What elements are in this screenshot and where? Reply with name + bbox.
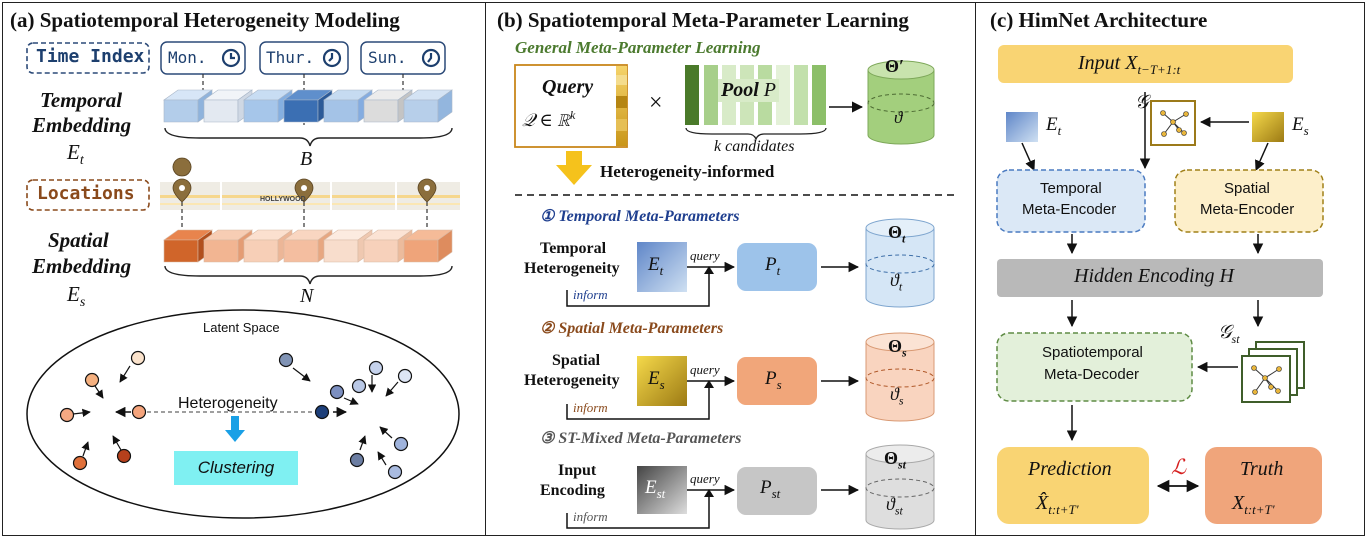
row-mixed-e: Est (645, 477, 666, 501)
brace-n (164, 265, 453, 285)
row-mixed-p: Pst (760, 477, 781, 501)
map-street-label: HOLLYWOOD (260, 196, 306, 203)
truth-symbol: Xt:t+T′ (1232, 492, 1275, 517)
heterogeneity-label: Heterogeneity (178, 395, 278, 412)
prediction-symbol: X̂t:t+T′ (1036, 492, 1079, 517)
day-mon: Mon. (168, 48, 207, 67)
day-thur: Thur. (266, 48, 315, 67)
es-label: Es (1292, 114, 1309, 138)
row-temporal-p: Pt (765, 254, 781, 278)
latent-space-ellipse (26, 309, 460, 519)
temporal-meta-header: ① Temporal Meta-Parameters (540, 208, 740, 225)
row-spatial-p: Ps (765, 368, 782, 392)
et-label: Et (1046, 114, 1062, 138)
temporal-encoder-line1: Temporal (1040, 180, 1102, 197)
query-label: Query (542, 76, 594, 98)
brace-b-label: B (300, 148, 313, 170)
row-spatial-graphics (566, 332, 935, 422)
row-spatial-theta: Θs (888, 336, 907, 360)
temporal-embedding-line1: Temporal (40, 88, 123, 112)
latent-space-label: Latent Space (203, 320, 280, 335)
graph-icon (1150, 100, 1196, 146)
row-temporal-label1: Temporal (540, 240, 607, 257)
graph-stack-icon (1241, 341, 1305, 403)
decoder-line2: Meta-Decoder (1044, 366, 1140, 383)
input-label: Input Xt−T+1:t (1078, 52, 1181, 77)
row-mixed-inform: inform (573, 509, 608, 524)
row-spatial-vartheta: ϑs (890, 384, 904, 408)
row-mixed-vartheta: ϑst (886, 494, 903, 518)
row-spatial-label2: Heterogeneity (524, 372, 620, 389)
temporal-symbol: Et (67, 140, 84, 169)
g-label: 𝒢 (1135, 92, 1149, 113)
arrow-down-icon (225, 416, 245, 442)
panel-a-title: (a) Spatiotemporal Heterogeneity Modelin… (10, 8, 400, 32)
theta-prime-label: Θ′ (885, 56, 905, 76)
truth-label: Truth (1240, 458, 1284, 480)
temporal-encoder-line2: Meta-Encoder (1022, 201, 1117, 218)
time-index-box (26, 42, 150, 74)
locations-box (26, 179, 150, 211)
clock-icon (221, 48, 441, 68)
clustering-box: Clustering (174, 451, 298, 485)
row-mixed-graphics (566, 444, 935, 530)
row-temporal-label2: Heterogeneity (524, 260, 620, 277)
time-index-label: Time Index (36, 46, 145, 67)
row-mixed-label2: Encoding (540, 482, 605, 499)
k-candidates-label: k candidates (714, 138, 795, 155)
query-box (514, 64, 628, 148)
heterogeneity-arrow (556, 151, 592, 185)
brace-n-label: N (300, 285, 314, 307)
panel-b-title: (b) Spatiotemporal Meta-Parameter Learni… (497, 8, 909, 32)
mixed-meta-header: ③ ST-Mixed Meta-Parameters (540, 430, 742, 447)
spatial-embedding-line1: Spatial (48, 228, 109, 252)
decoder-line1: Spatiotemporal (1042, 344, 1143, 361)
right-cluster (278, 352, 413, 480)
row-temporal-e: Et (648, 254, 664, 278)
row-mixed-label1: Input (558, 462, 597, 479)
query-formula: 𝒬 ∈ ℝk (522, 108, 576, 130)
times-symbol: × (649, 90, 663, 116)
panel-c-graphics (996, 45, 1324, 524)
row-spatial-label1: Spatial (552, 352, 601, 369)
brace-b (164, 127, 453, 147)
row-temporal-theta: Θt (888, 222, 906, 246)
temporal-embedding-line2: Embedding (32, 113, 132, 137)
query-strip (616, 66, 627, 146)
row-mixed-query: query (690, 471, 720, 486)
spatial-encoder-line1: Spatial (1224, 180, 1270, 197)
left-cluster (59, 350, 147, 471)
hidden-encoding-label: Hidden Encoding H (1074, 265, 1234, 287)
panel-separator-ab (485, 2, 486, 535)
loss-symbol: ℒ (1171, 455, 1187, 479)
row-mixed-theta: Θst (884, 448, 907, 472)
spatial-embedding-line2: Embedding (32, 254, 132, 278)
row-spatial-query: query (690, 362, 720, 377)
pool-label: Pool P (718, 79, 779, 102)
theta-prime-cylinder (867, 60, 935, 145)
temporal-embedding-prisms (163, 89, 453, 123)
locations-label: Locations (37, 183, 135, 204)
row-temporal-inform: inform (573, 287, 608, 302)
spatial-meta-header: ② Spatial Meta-Parameters (540, 320, 724, 337)
spatial-embedding-prisms (163, 229, 453, 263)
general-meta-label: General Meta-Parameter Learning (515, 38, 761, 57)
row-temporal-graphics (566, 218, 935, 308)
row-spatial-inform: inform (573, 400, 608, 415)
row-temporal-query: query (690, 248, 720, 263)
row-spatial-e: Es (648, 368, 665, 392)
row-temporal-vartheta: ϑt (890, 270, 903, 294)
day-sun: Sun. (368, 48, 407, 67)
heterogeneity-informed-label: Heterogeneity-informed (600, 162, 775, 181)
spatial-encoder-line2: Meta-Encoder (1200, 201, 1295, 218)
panel-separator-bc (975, 2, 976, 535)
vartheta-label: ϑ (894, 108, 903, 127)
spatial-symbol: Es (67, 282, 86, 311)
prediction-label: Prediction (1028, 458, 1112, 480)
panel-c-title: (c) HimNet Architecture (990, 8, 1208, 32)
gst-label: 𝒢st (1218, 322, 1240, 346)
